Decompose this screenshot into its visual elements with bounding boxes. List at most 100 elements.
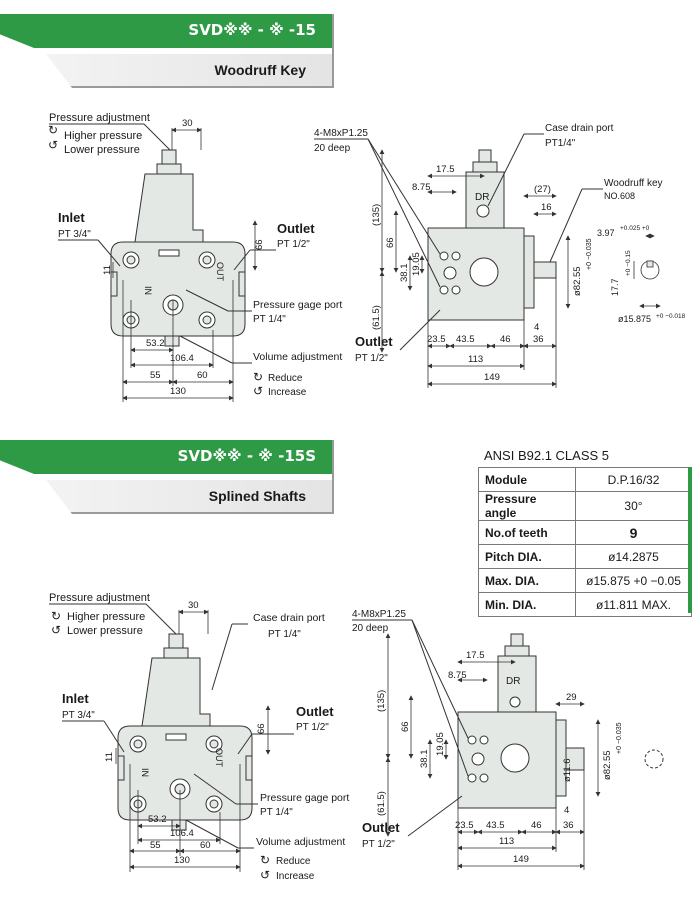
inlet-port-size: PT 3/4" [62, 710, 95, 721]
banner-subtitle-bar: Splined Shafts [46, 480, 334, 514]
dim-135: (135) [376, 690, 387, 712]
table-row: Pitch DIA. ø14.2875 [478, 544, 692, 569]
table-value: ø14.2875 [575, 544, 692, 569]
dim-66: 66 [256, 723, 267, 734]
front-view-2: IN OUT [117, 633, 253, 831]
banner-edge-line [332, 14, 334, 88]
table-value: 30° [575, 491, 692, 521]
dim-30: 30 [182, 118, 193, 129]
dim-16: 16 [541, 202, 552, 213]
table-row: Module D.P.16/32 [478, 467, 692, 492]
dim-38-1: 38.1 [419, 750, 430, 769]
bolt-spec-label: 4-M8xP1.25 [352, 609, 406, 620]
higher-pressure-label: Higher pressure [67, 611, 145, 623]
rotate-ccw-icon: ↺ [51, 623, 61, 637]
table-key: Pitch DIA. [478, 544, 576, 569]
case-drain-size: PT1/4" [545, 138, 576, 149]
dr-mark: DR [475, 192, 489, 203]
dim-17-5: 17.5 [466, 650, 485, 661]
dim-46: 46 [500, 334, 511, 345]
dim-149: 149 [513, 854, 529, 865]
dim-60: 60 [197, 370, 208, 381]
dim-55: 55 [150, 370, 161, 381]
dim-55: 55 [150, 840, 161, 851]
table-key: Min. DIA. [478, 592, 576, 617]
banner-green-bar [0, 440, 334, 474]
dim-113: 113 [499, 836, 514, 847]
section-subtitle: Woodruff Key [214, 62, 306, 78]
lower-pressure-label: Lower pressure [67, 625, 143, 637]
dim-4: 4 [564, 805, 569, 816]
reduce-label: Reduce [268, 373, 303, 384]
inlet-label: Inlet [62, 691, 89, 706]
dim-11: 11 [102, 265, 113, 275]
higher-pressure-label: Higher pressure [64, 130, 142, 142]
front-view-1: IN OUT [110, 149, 246, 347]
volume-adjustment-label: Volume adjustment [256, 836, 345, 848]
dim-15-875-tolerance: +0 −0.018 [656, 313, 686, 320]
dr-mark: DR [506, 676, 520, 687]
side-view-2: DR [457, 633, 664, 809]
outlet-port-size: PT 1/2" [277, 239, 310, 250]
dim-19-05: 19.05 [411, 252, 422, 276]
front-dims-1: 30 66 11 53.2 106.4 55 60 130 [102, 118, 265, 402]
front-dims-2: 30 66 11 53.2 106.4 55 60 130 [104, 600, 271, 872]
table-row: Min. DIA. ø11.811 MAX. [478, 592, 692, 617]
dim-53-2: 53.2 [148, 814, 167, 825]
pressure-adjustment-label: Pressure adjustment [49, 592, 150, 604]
out-mark: OUT [214, 748, 224, 768]
dim-29: 29 [566, 692, 577, 703]
dim-66: 66 [400, 721, 411, 732]
dim-38-1: 38.1 [399, 264, 410, 283]
dim-19-05: 19.05 [435, 732, 446, 756]
section-subtitle: Splined Shafts [208, 488, 306, 504]
dim-17-7-tolerance: +0 −0.15 [625, 250, 632, 276]
dim-61-5: (61.5) [371, 305, 382, 330]
bolt-depth-label: 20 deep [314, 143, 351, 154]
rotate-ccw-icon: ↺ [48, 138, 58, 152]
dim-149: 149 [484, 372, 500, 383]
dim-17-5: 17.5 [436, 164, 455, 175]
dim-130: 130 [174, 855, 190, 866]
table-accent-bar [688, 467, 692, 613]
case-drain-label: Case drain port [253, 612, 325, 624]
dim-135: (135) [371, 204, 382, 226]
in-mark: IN [140, 768, 150, 777]
outlet-label: Outlet [277, 221, 315, 236]
dim-43-5: 43.5 [486, 820, 505, 831]
front-labels-1: Pressure adjustment Higher pressure Lowe… [48, 112, 342, 398]
in-mark: IN [143, 286, 153, 295]
banner-green-bar [0, 14, 334, 48]
outlet-port-size: PT 1/2" [362, 839, 395, 850]
rotate-ccw-icon: ↺ [260, 868, 270, 882]
dim-106-4: 106.4 [170, 353, 194, 364]
table-key: No.of teeth [478, 520, 576, 545]
dim-46: 46 [531, 820, 542, 831]
dim-130: 130 [170, 386, 186, 397]
dim-11: 11 [104, 752, 115, 762]
table-row: No.of teeth 9 [478, 520, 692, 545]
case-drain-label: Case drain port [545, 123, 614, 134]
dim-27: (27) [534, 184, 551, 195]
dim-3-97: 3.97 [597, 228, 615, 238]
dim-23-5: 23.5 [427, 334, 446, 345]
outlet-label: Outlet [355, 334, 393, 349]
banner-subtitle-bar: Woodruff Key [46, 54, 334, 88]
table-key: Max. DIA. [478, 568, 576, 593]
front-labels-2: Pressure adjustment Higher pressure Lowe… [49, 592, 349, 882]
key-section-1: 3.97 +0.025 +0 17.7 +0 −0.15 ø15.875 +0 … [597, 225, 686, 324]
bolt-depth-label: 20 deep [352, 623, 389, 634]
dim-66: 66 [254, 239, 265, 250]
dim-53-2: 53.2 [146, 338, 165, 349]
volume-adjustment-label: Volume adjustment [253, 351, 342, 363]
dim-23-5: 23.5 [455, 820, 474, 831]
rotate-cw-icon: ↻ [51, 609, 61, 623]
woodruff-key-label: Woodruff key [604, 178, 663, 189]
table-value: ø11.811 MAX. [575, 592, 692, 617]
side-labels-2: 4-M8xP1.25 20 deep Outlet PT 1/2" [352, 609, 469, 850]
rotate-cw-icon: ↻ [253, 370, 263, 384]
table-row: Pressure angle 30° [478, 491, 692, 521]
inlet-label: Inlet [58, 210, 85, 225]
out-mark: OUT [215, 262, 225, 282]
dim-66: 66 [385, 237, 396, 248]
